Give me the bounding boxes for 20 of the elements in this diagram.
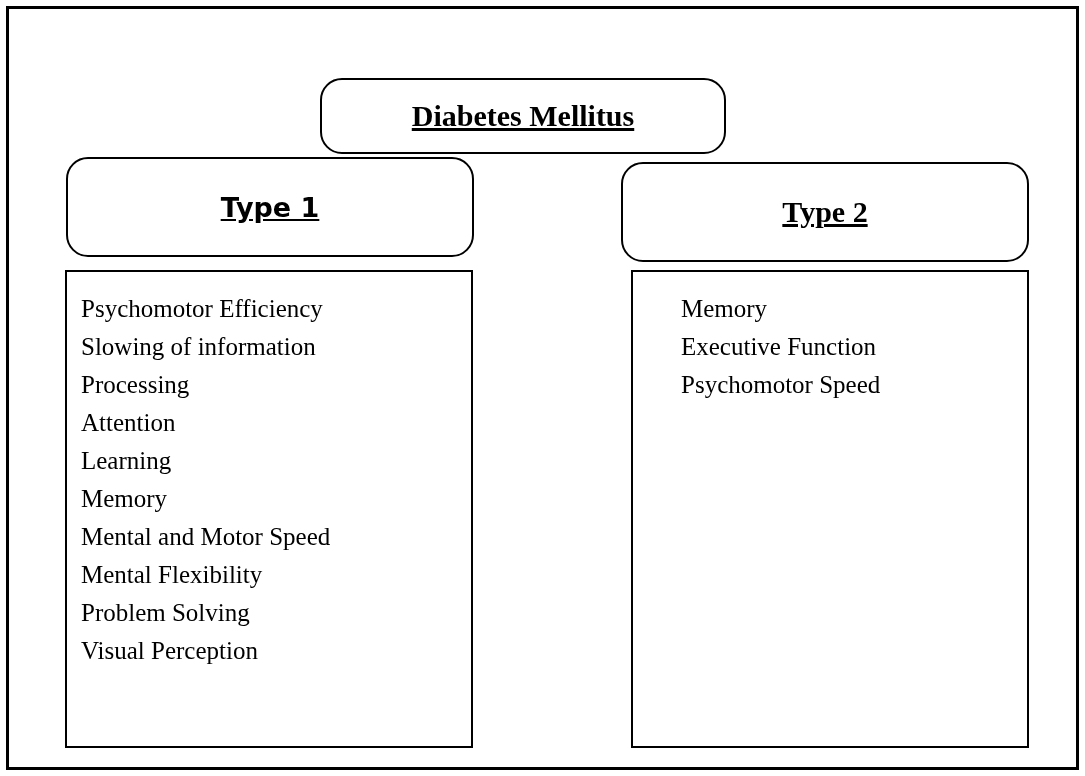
list-box (631, 270, 1029, 748)
box-heading: Type 1 (220, 191, 320, 223)
list-item: Psychomotor Efficiency (81, 294, 323, 324)
list-item: Slowing of information Processing (81, 332, 317, 400)
box-heading: Type 2 (782, 195, 868, 229)
list-item: Psychomotor Speed (681, 370, 881, 400)
box-heading: Diabetes Mellitus (411, 99, 635, 133)
list-box (65, 270, 473, 748)
list-item: Problem Solving (81, 598, 250, 628)
list-item: Memory (81, 484, 168, 514)
rounded-box (320, 78, 726, 154)
list-item: Mental and Motor Speed (81, 522, 331, 552)
rounded-box (621, 162, 1029, 262)
rounded-box (66, 157, 474, 257)
list-item: Executive Function (681, 332, 877, 362)
list-item: Attention (81, 408, 176, 438)
list-item: Memory (681, 294, 768, 324)
list-item: Mental Flexibility (81, 560, 263, 590)
list-item: Visual Perception (81, 636, 258, 666)
list-item: Learning (81, 446, 172, 476)
